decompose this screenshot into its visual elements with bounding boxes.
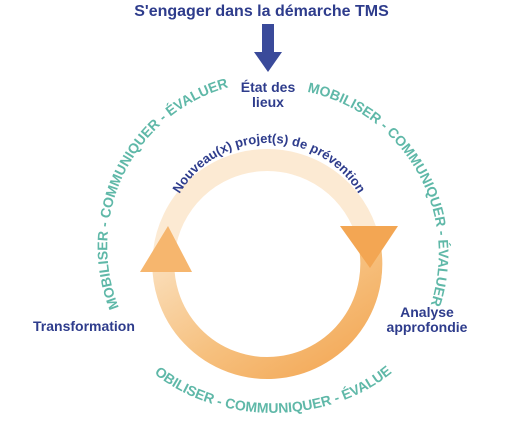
cycle-arrowhead-left: [140, 226, 192, 272]
step-analyse-approfondie: Analyse approfondie: [372, 305, 482, 334]
step-etat-des-lieux: État des lieux: [218, 80, 318, 109]
header-title: S'engager dans la démarche TMS: [134, 3, 389, 20]
cycle-ring: [140, 149, 398, 379]
step-etat-line1: État des: [240, 79, 296, 95]
step-analyse-line2: approfondie: [386, 318, 468, 335]
step-etat-line2: lieux: [252, 93, 284, 110]
arrow-down-icon: [254, 24, 282, 72]
step-transformation: Transformation: [33, 318, 135, 334]
step-analyse-line1: Analyse: [400, 304, 454, 320]
cycle-arrowhead-right: [340, 226, 398, 268]
